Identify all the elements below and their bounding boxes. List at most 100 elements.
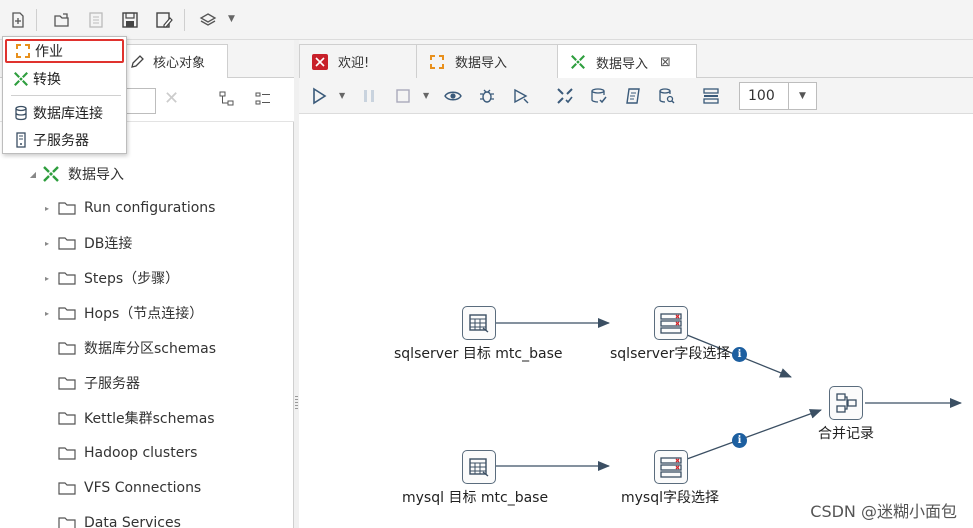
tree-item-vfs-connections[interactable]: VFS Connections — [52, 475, 201, 501]
server-icon — [16, 132, 26, 148]
perspective-button[interactable] — [196, 8, 220, 32]
tab-welcome[interactable]: 欢迎! — [299, 44, 417, 78]
menu-item-slave-server-label: 子服务器 — [33, 133, 89, 149]
run-button[interactable] — [307, 84, 331, 108]
tree-item-label: Kettle集群schemas — [84, 411, 215, 427]
expand-tree-button[interactable] — [254, 90, 272, 108]
layers-icon — [199, 13, 217, 26]
run-dropdown-icon[interactable]: ▼ — [339, 91, 346, 100]
expanded-caret-icon: ◢ — [29, 169, 37, 179]
tree-item-label: Hops（节点连接） — [84, 306, 204, 322]
replay-button[interactable] — [509, 84, 533, 108]
folder-icon — [58, 342, 76, 355]
chevron-down-icon[interactable]: ▼ — [788, 83, 816, 109]
preview-button[interactable] — [441, 84, 465, 108]
panel-splitter[interactable] — [294, 40, 299, 528]
save-as-icon — [156, 12, 173, 28]
tree-item-label: VFS Connections — [84, 480, 202, 496]
sql-button[interactable] — [621, 84, 645, 108]
folder-icon — [58, 307, 76, 320]
tab-job-label: 数据导入 — [455, 56, 508, 71]
folder-icon — [58, 272, 76, 285]
open-button[interactable] — [50, 8, 74, 32]
stop-dropdown-icon[interactable]: ▼ — [423, 91, 430, 100]
open-folder-icon — [54, 13, 69, 27]
verify-button[interactable] — [553, 84, 577, 108]
folder-icon — [58, 517, 76, 528]
collapse-tree-button[interactable] — [218, 90, 236, 108]
info-icon[interactable]: i — [732, 433, 747, 448]
step-mysql-input-label: mysql 目标 mtc_base — [402, 490, 549, 506]
step-sqlserver-select-label: sqlserver字段选择 — [610, 346, 731, 362]
collapsed-caret-icon: ▸ — [44, 308, 49, 318]
step-merge-rows-label: 合并记录 — [818, 426, 874, 442]
step-sqlserver-select[interactable] — [654, 306, 688, 340]
pause-button[interactable] — [357, 84, 381, 108]
table-input-icon — [469, 314, 489, 333]
pause-icon — [364, 90, 374, 102]
tree-root[interactable]: ◢ 数据导入 — [28, 161, 124, 187]
impact-button[interactable] — [587, 84, 611, 108]
close-tab-icon[interactable]: ⊠ — [660, 54, 671, 70]
menu-item-transformation[interactable]: 转换 — [5, 67, 124, 91]
table-input-icon — [469, 458, 489, 477]
tree-item-steps[interactable]: ▸ Steps（步骤） — [42, 265, 179, 291]
explore-button[interactable] — [84, 8, 108, 32]
transformation-canvas[interactable]: sqlserver 目标 mtc_base sqlserver字段选择 i 合并… — [299, 114, 973, 528]
show-results-button[interactable] — [699, 84, 723, 108]
collapsed-caret-icon: ▸ — [44, 273, 49, 283]
explore-db-button[interactable] — [655, 84, 679, 108]
transformation-icon — [571, 55, 585, 69]
new-menu: 作业 转换 数据库连接 子服务器 — [2, 36, 127, 154]
clear-search-icon[interactable]: ✕ — [164, 88, 180, 109]
tree-item-label: Data Services — [84, 515, 181, 528]
new-file-icon — [12, 12, 24, 28]
job-icon — [430, 54, 444, 69]
tree-item-run-configurations[interactable]: ▸ Run configurations — [42, 195, 215, 221]
step-mysql-select[interactable] — [654, 450, 688, 484]
tab-welcome-label: 欢迎! — [338, 56, 370, 71]
merge-rows-icon — [836, 393, 857, 413]
menu-item-database-connection[interactable]: 数据库连接 — [5, 101, 124, 125]
tree-root-label: 数据导入 — [68, 167, 124, 183]
step-mysql-input[interactable] — [462, 450, 496, 484]
main-toolbar: ▼ — [0, 0, 973, 40]
tab-transformation[interactable]: 数据导入 ⊠ — [557, 44, 697, 79]
stop-button[interactable] — [391, 84, 415, 108]
info-icon[interactable]: i — [732, 347, 747, 362]
folder-icon — [58, 447, 76, 460]
select-values-icon — [660, 313, 682, 334]
step-sqlserver-input[interactable] — [462, 306, 496, 340]
tab-core-objects[interactable]: 核心对象 — [118, 44, 228, 78]
perspective-dropdown-icon[interactable]: ▼ — [228, 14, 235, 24]
step-merge-rows[interactable] — [829, 386, 863, 420]
tree-item-cluster-schemas[interactable]: Kettle集群schemas — [52, 405, 215, 431]
save-button[interactable] — [118, 8, 142, 32]
new-file-button[interactable] — [6, 8, 30, 32]
zoom-select[interactable]: 100 ▼ — [739, 82, 817, 110]
stop-icon — [396, 89, 410, 103]
tree-item-slave-servers[interactable]: 子服务器 — [52, 370, 140, 396]
tree-item-hadoop-clusters[interactable]: Hadoop clusters — [52, 440, 197, 466]
tree-item-data-services[interactable]: Data Services — [52, 510, 181, 528]
tree-item-partition-schemas[interactable]: 数据库分区schemas — [52, 335, 216, 361]
tree-item-db-connections[interactable]: ▸ DB连接 — [42, 230, 132, 256]
select-values-icon — [660, 457, 682, 478]
object-tree: ◢ 数据导入 ▸ Run configurations ▸ DB连接 ▸ Ste… — [0, 122, 294, 528]
menu-item-slave-server[interactable]: 子服务器 — [5, 128, 124, 152]
tree-item-label: Hadoop clusters — [84, 445, 198, 461]
step-mysql-select-label: mysql字段选择 — [621, 490, 719, 506]
menu-item-transformation-label: 转换 — [33, 72, 61, 88]
tab-core-objects-label: 核心对象 — [153, 56, 206, 71]
save-as-button[interactable] — [152, 8, 176, 32]
folder-icon — [58, 202, 76, 215]
tree-item-hops[interactable]: ▸ Hops（节点连接） — [42, 300, 203, 326]
tree-item-label: 子服务器 — [84, 376, 140, 392]
hop-mysql-merge[interactable] — [686, 409, 822, 460]
debug-button[interactable] — [475, 84, 499, 108]
menu-item-job[interactable]: 作业 — [5, 39, 124, 63]
tab-job[interactable]: 数据导入 — [416, 44, 558, 78]
menu-item-database-connection-label: 数据库连接 — [33, 106, 103, 122]
bug-icon — [480, 89, 494, 103]
